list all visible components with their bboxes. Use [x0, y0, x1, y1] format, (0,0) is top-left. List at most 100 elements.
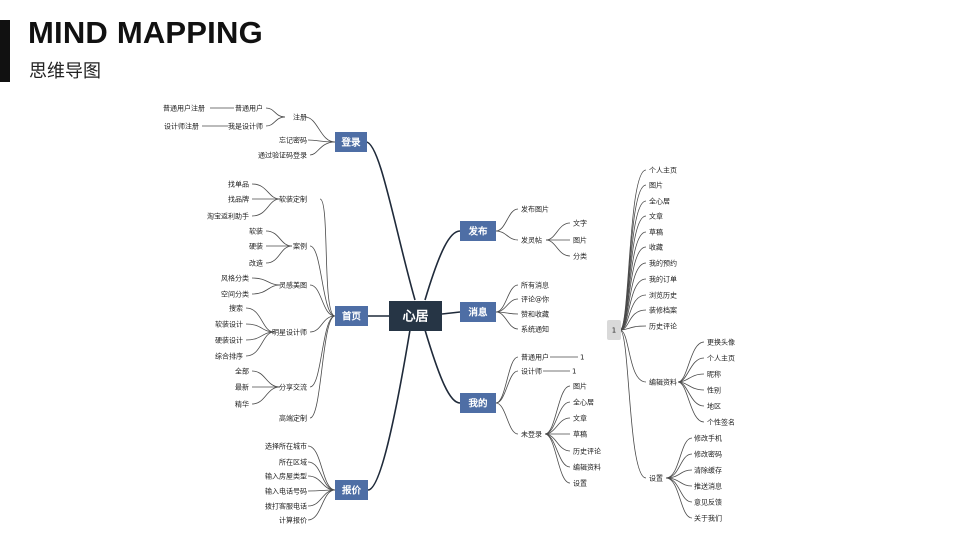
- publish-note-item: 分类: [573, 252, 587, 261]
- publish-note-item: 文字: [573, 219, 587, 228]
- messages-item: 评论@你: [521, 295, 549, 304]
- connector-nl-c2: [544, 401, 571, 435]
- connector-center-quote: [367, 329, 411, 491]
- connector-set-c3: [665, 469, 693, 479]
- connector-quote-c2: [307, 461, 336, 491]
- profile-marker-text: 1: [612, 327, 616, 335]
- publish-note-item: 图片: [573, 236, 587, 245]
- login-register-label: 注册: [293, 113, 307, 122]
- home-high-end-label: 高端定制: [279, 414, 307, 423]
- connector-set-c1: [665, 437, 693, 479]
- home-soft-custom-item: 找品牌: [228, 195, 249, 204]
- connector-edit-c2: [677, 357, 705, 383]
- home-cases-item: 硬装: [249, 242, 263, 251]
- connector-center-mine: [424, 329, 461, 404]
- connector-nl-c3: [544, 417, 571, 435]
- connector-profile-edit: [619, 329, 647, 383]
- login-normal-user-label: 普通用户: [235, 104, 263, 113]
- branch-node-publish[interactable]: 发布: [460, 221, 496, 241]
- profile-settings-label: 设置: [649, 474, 663, 483]
- publish-post-image-label: 发布图片: [521, 205, 549, 214]
- mine-not-logged-item: 历史评论: [573, 447, 601, 456]
- connector-login-codelogin: [309, 141, 336, 156]
- connector-insp-c1: [251, 277, 281, 286]
- profile-settings-item: 修改手机: [694, 434, 722, 443]
- connector-profile-c2: [619, 184, 647, 331]
- messages-item: 系统通知: [521, 325, 549, 334]
- connector-register-designer: [265, 116, 286, 127]
- branch-node-quote-box: [335, 480, 368, 500]
- branch-node-messages-box: [460, 302, 496, 322]
- connector-login-register: [304, 116, 336, 143]
- home-star-designer-item: 综合排序: [215, 352, 243, 361]
- branch-node-messages[interactable]: 消息: [460, 302, 496, 322]
- mine-designer-marker: 1: [572, 368, 576, 376]
- connector-quote-c3: [307, 475, 336, 491]
- mind-map-labels: 注册 普通用户 普通用户注册 我是设计师 设计师注册 忘记密码 通过验证码登录 …: [163, 104, 735, 525]
- branch-node-publish-label: 发布: [467, 226, 488, 238]
- home-soft-custom-label: 软装定制: [279, 195, 307, 204]
- profile-settings-item: 清除缓存: [694, 466, 722, 475]
- profile-item: 装修档案: [649, 306, 677, 315]
- branch-node-home-label: 首页: [342, 311, 362, 323]
- quote-item: 选择所在城市: [265, 442, 307, 451]
- messages-item: 赞和收藏: [521, 310, 549, 319]
- mine-normal-user-label: 普通用户: [521, 353, 549, 362]
- login-designer-label: 我是设计师: [228, 122, 263, 131]
- connector-cases-c1: [265, 230, 293, 247]
- connector-edit-c3: [677, 373, 705, 383]
- mine-not-logged-in-label: 未登录: [521, 430, 542, 439]
- connector-home-star: [309, 315, 336, 333]
- mine-not-logged-item: 编辑资料: [573, 463, 601, 472]
- branch-node-login[interactable]: 登录: [335, 132, 367, 152]
- connector-mine-notlogged: [495, 402, 519, 435]
- connector-edit-c5: [677, 381, 705, 407]
- page-title: MIND MAPPING: [28, 15, 263, 50]
- profile-item: 我的预约: [649, 259, 677, 268]
- branch-node-mine[interactable]: 我的: [460, 393, 496, 413]
- connector-msg-c1: [495, 284, 519, 313]
- profile-edit-item: 个人主页: [707, 354, 735, 363]
- page-subtitle: 思维导图: [29, 61, 101, 82]
- profile-settings-item: 推送消息: [694, 482, 722, 491]
- home-share-item: 最新: [235, 383, 249, 392]
- publish-post-note-label: 发灵帖: [521, 236, 542, 245]
- connector-msg-c2: [495, 298, 519, 313]
- home-share-item: 全部: [235, 367, 249, 376]
- profile-edit-item: 更换头像: [707, 338, 735, 347]
- branch-node-home[interactable]: 首页: [335, 306, 368, 326]
- connector-profile-c9: [619, 294, 647, 331]
- login-forgot-label: 忘记密码: [279, 136, 307, 145]
- connector-insp-c2: [251, 284, 281, 295]
- connector-mine-normal: [495, 356, 519, 404]
- connector-profile-c11: [619, 325, 647, 331]
- home-soft-custom-item: 找单品: [228, 180, 249, 189]
- mine-normal-user-marker: 1: [580, 354, 584, 362]
- branch-node-quote-label: 报价: [342, 485, 362, 497]
- branch-node-quote[interactable]: 报价: [335, 480, 368, 500]
- connector-soft-c3: [251, 198, 281, 217]
- mine-not-logged-item: 图片: [573, 382, 587, 391]
- quote-item: 所在区域: [279, 458, 307, 467]
- profile-item: 历史评论: [649, 322, 677, 331]
- home-share-label: 分享交流: [279, 383, 307, 392]
- quote-item: 输入电话号码: [265, 487, 307, 496]
- profile-item: 我的订单: [649, 275, 677, 284]
- connector-quote-c5: [307, 489, 336, 507]
- profile-marker[interactable]: 1: [607, 320, 621, 340]
- profile-settings-item: 意见反馈: [694, 498, 722, 507]
- connector-edit-c1: [677, 341, 705, 383]
- profile-item: 图片: [649, 181, 663, 190]
- connector-profile-settings: [619, 329, 647, 479]
- branch-node-login-box: [335, 132, 367, 152]
- branch-node-mine-label: 我的: [468, 398, 488, 410]
- home-cases-item: 改造: [249, 259, 263, 268]
- home-cases-label: 案例: [293, 242, 307, 251]
- connector-profile-c8: [619, 278, 647, 331]
- connector-note-c1: [545, 222, 571, 241]
- connector-nl-c1: [544, 385, 571, 435]
- center-node[interactable]: 心居: [389, 301, 442, 331]
- profile-edit-item: 性别: [707, 386, 721, 395]
